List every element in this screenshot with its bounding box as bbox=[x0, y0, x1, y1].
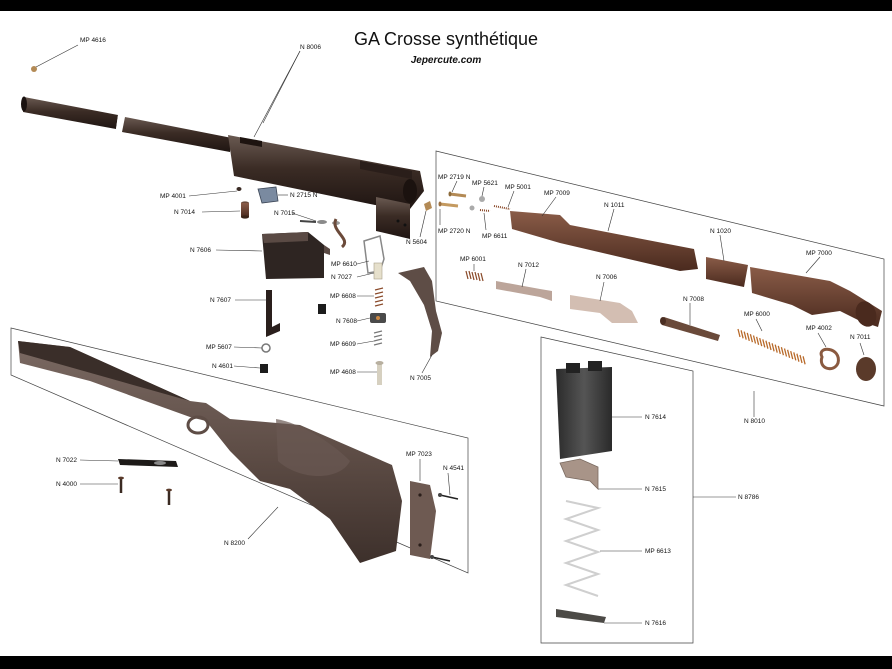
brown-spring-clip bbox=[333, 218, 346, 249]
label-mp4002: MP 4002 bbox=[806, 325, 832, 332]
label-n7606: N 7606 bbox=[190, 247, 211, 254]
n7006-part bbox=[570, 295, 638, 323]
part-labels: MP 4616 N 8006 MP 4001 N 2715 N N 7014 N… bbox=[56, 37, 871, 627]
label-n8200: N 8200 bbox=[224, 540, 245, 547]
mp6609-spring bbox=[373, 330, 383, 346]
label-n7005: N 7005 bbox=[410, 375, 431, 382]
n7022-escutcheon bbox=[118, 459, 178, 467]
label-n7011: N 7011 bbox=[850, 334, 871, 341]
label-mp7000: MP 7000 bbox=[806, 250, 832, 257]
mp6608-spring bbox=[374, 287, 384, 307]
label-n7027: N 7027 bbox=[331, 274, 352, 281]
mp4002-ring bbox=[819, 347, 840, 371]
label-n7608: N 7608 bbox=[336, 318, 357, 325]
label-n7614: N 7614 bbox=[645, 414, 666, 421]
label-n5604: N 5604 bbox=[406, 239, 427, 246]
diagram-title: GA Crosse synthétique bbox=[353, 29, 539, 49]
label-mp5607: MP 5607 bbox=[206, 344, 232, 351]
label-n7008: N 7008 bbox=[683, 296, 704, 303]
exploded-parts-diagram: MP 4616 N 8006 MP 4001 N 2715 N N 7014 N… bbox=[10, 37, 885, 644]
n7616-floorplate bbox=[556, 609, 606, 623]
small-screw bbox=[318, 304, 326, 314]
label-mp6611: MP 6611 bbox=[482, 233, 508, 240]
n4601-screw bbox=[260, 364, 268, 373]
label-mp4616: MP 4616 bbox=[80, 37, 106, 44]
n7027-pin bbox=[373, 262, 383, 280]
label-n7014: N 7014 bbox=[174, 209, 195, 216]
n7607-bracket bbox=[266, 290, 280, 337]
n7615-follower bbox=[559, 458, 599, 490]
label-mp2720: MP 2720 N bbox=[438, 228, 471, 235]
trigger-group bbox=[262, 232, 330, 279]
n7014-part bbox=[241, 203, 249, 217]
label-mp4001: MP 4001 bbox=[160, 193, 186, 200]
bolt-assembly-box bbox=[435, 150, 885, 407]
label-n4000: N 4000 bbox=[56, 481, 77, 488]
label-n2715: N 2715 N bbox=[290, 192, 318, 199]
barrel-receiver bbox=[21, 96, 424, 239]
label-n4601: N 4601 bbox=[212, 363, 233, 370]
n2715-clip bbox=[257, 186, 279, 204]
label-mp5001: MP 5001 bbox=[505, 184, 531, 191]
label-mp6609: MP 6609 bbox=[330, 341, 356, 348]
label-n7012: N 7012 bbox=[518, 262, 539, 269]
mp4616-part bbox=[31, 66, 37, 72]
label-mp4608: MP 4608 bbox=[330, 369, 356, 376]
n7614-magazine bbox=[556, 367, 612, 459]
label-n7006: N 7006 bbox=[596, 274, 617, 281]
n7005-trigger bbox=[398, 267, 442, 357]
label-mp5621: MP 5621 bbox=[472, 180, 498, 187]
website-credit: Jepercute.com bbox=[410, 55, 482, 66]
n7008-rod bbox=[662, 317, 720, 341]
mp6613-spring bbox=[562, 500, 602, 597]
n1011-bolt bbox=[510, 211, 698, 271]
mp7000-bolt-handle bbox=[750, 267, 882, 327]
mp5607-ring bbox=[261, 343, 271, 353]
label-mp6000: MP 6000 bbox=[744, 311, 770, 318]
label-mp2719: MP 2719 N bbox=[438, 174, 471, 181]
label-n1011: N 1011 bbox=[604, 202, 625, 209]
diagram-canvas: GA Crosse synthétique Jepercute.com bbox=[0, 11, 892, 656]
label-n7616: N 7616 bbox=[645, 620, 666, 627]
label-n1020: N 1020 bbox=[710, 228, 731, 235]
n1020-part bbox=[706, 257, 748, 287]
stock-assembly-box bbox=[10, 327, 469, 574]
label-n7607: N 7607 bbox=[210, 297, 231, 304]
label-mp6001: MP 6001 bbox=[460, 256, 486, 263]
leader-lines bbox=[35, 44, 865, 624]
n7012-firing-pin bbox=[496, 281, 552, 301]
label-n8006: N 8006 bbox=[300, 44, 321, 51]
label-n7015: N 7015 bbox=[274, 210, 295, 217]
label-mp6608: MP 6608 bbox=[330, 293, 356, 300]
mp7023-buttpad bbox=[410, 481, 436, 559]
mp6000-spring bbox=[737, 328, 806, 365]
label-n7615: N 7615 bbox=[645, 486, 666, 493]
label-mp7023: MP 7023 bbox=[406, 451, 432, 458]
mp4001-part bbox=[236, 187, 242, 191]
magazine-assembly-box bbox=[540, 336, 694, 644]
label-mp6613: MP 6613 bbox=[645, 548, 671, 555]
n7015-washer bbox=[317, 220, 327, 224]
mp6001-spring bbox=[465, 270, 484, 282]
label-mp7009: MP 7009 bbox=[544, 190, 570, 197]
label-n7022: N 7022 bbox=[56, 457, 77, 464]
label-mp6610: MP 6610 bbox=[331, 261, 357, 268]
n4541-screw bbox=[439, 494, 459, 500]
n7011-cap bbox=[856, 357, 876, 381]
label-n8786: N 8786 bbox=[738, 494, 759, 501]
label-n4541: N 4541 bbox=[443, 465, 464, 472]
n5604-part bbox=[424, 201, 432, 211]
label-n8010: N 8010 bbox=[744, 418, 765, 425]
mp4608-pin bbox=[377, 363, 382, 385]
bolt-small-parts bbox=[438, 191, 511, 212]
